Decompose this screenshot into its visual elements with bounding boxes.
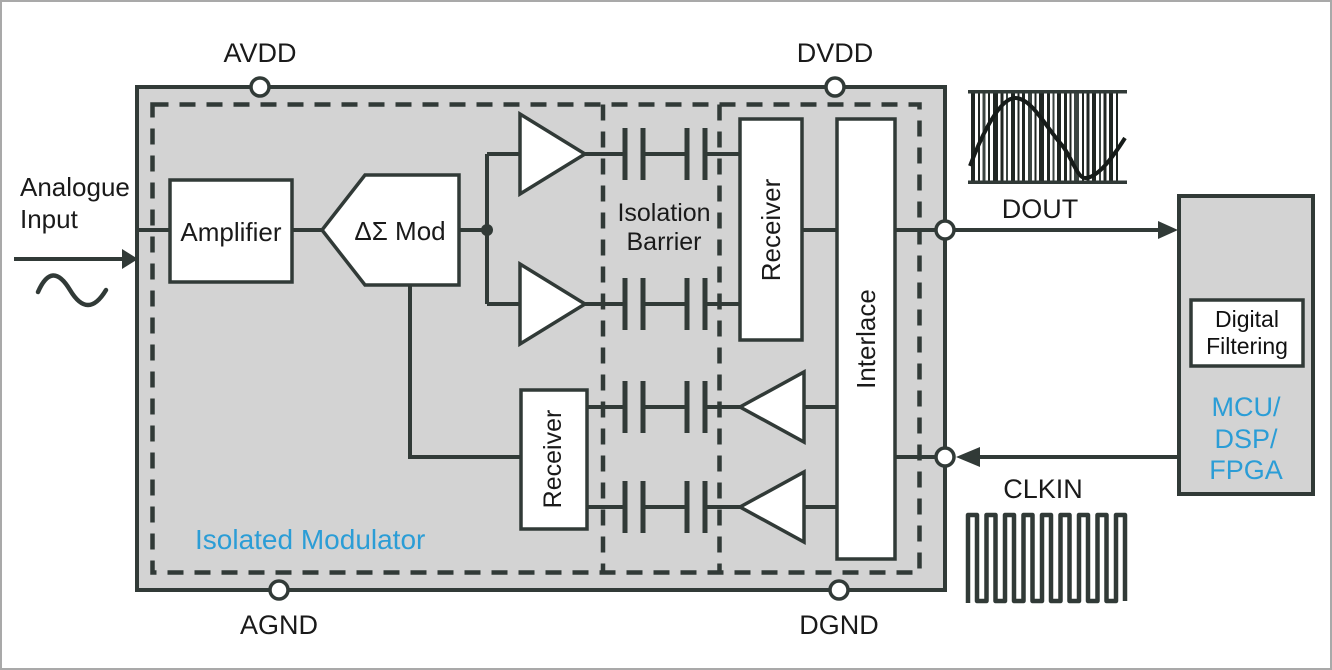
mcu-line1: MCU/ <box>1211 392 1281 422</box>
interlace-block <box>835 117 897 561</box>
digital-filtering-line1: Digital <box>1215 305 1279 332</box>
dvdd-pin-label: DVDD <box>796 38 874 68</box>
isolation-capacitors <box>622 128 708 533</box>
pdm-waveform-icon <box>968 90 1127 184</box>
analogue-input-line2: Input <box>20 203 78 234</box>
amplifier-label: Amplifier <box>180 217 282 247</box>
ds-mod-label: ΔΣ Mod <box>354 216 446 246</box>
mcu-line2: DSP/ <box>1214 423 1278 454</box>
clkin-signal-label: CLKIN <box>1003 474 1083 504</box>
agnd-terminal <box>268 579 290 601</box>
receiver-digital-label: Receiver <box>756 178 786 282</box>
dgnd-terminal <box>828 579 850 601</box>
digital-filtering-block-label: Digital Filtering <box>1191 300 1303 366</box>
clock-waveform-icon <box>965 512 1128 604</box>
driver-buffer-top-icon <box>518 110 589 198</box>
analogue-input-line1: Analogue <box>20 172 130 202</box>
interlace-label: Interlace <box>851 289 881 389</box>
mcu-dsp-fpga-label: MCU/ DSP/ FPGA <box>1182 392 1310 487</box>
avdd-pin-label: AVDD <box>223 38 297 68</box>
clkin-terminal <box>934 446 956 468</box>
dout-signal-label: DOUT <box>1001 194 1079 224</box>
mcu-line3: FPGA <box>1209 455 1283 486</box>
digital-side-wires <box>802 228 936 509</box>
dgnd-pin-label: DGND <box>799 610 879 640</box>
isolated-modulator-caption: Isolated Modulator <box>195 524 426 555</box>
ds-mod-block <box>319 173 461 287</box>
clkin-arrowhead <box>956 447 980 467</box>
avdd-terminal <box>249 76 271 98</box>
analog-input-arrowhead <box>122 249 138 269</box>
isolation-row-wires <box>585 152 740 509</box>
receiver-digital-block <box>738 117 804 342</box>
analogue-input-label: Analogue Input <box>20 172 130 235</box>
dvdd-terminal <box>824 76 846 98</box>
pdm-sine-overlay <box>968 95 1127 181</box>
isolation-barrier-line1: Isolation <box>617 199 711 227</box>
isolation-barrier-label: Isolation Barrier <box>594 199 734 257</box>
agnd-pin-label: AGND <box>239 610 318 640</box>
sine-icon <box>35 273 109 308</box>
receiver-analog-block <box>519 388 589 531</box>
dashed-inner-border <box>150 102 922 575</box>
driver-branch-wires <box>485 152 520 306</box>
dout-terminal <box>934 219 956 241</box>
digital-filtering-block <box>1189 298 1305 368</box>
receiver-analog-label: Receiver <box>539 409 567 509</box>
clock-buffer-top-icon <box>736 369 806 445</box>
mod-clock-wire <box>408 285 521 459</box>
amplifier-block <box>168 178 294 284</box>
isolation-barrier-line2: Barrier <box>626 228 702 256</box>
driver-buffer-bottom-icon <box>518 260 589 348</box>
clock-buffer-bottom-icon <box>736 469 806 545</box>
dout-arrowhead <box>1158 221 1178 239</box>
digital-filtering-line2: Filtering <box>1206 333 1288 359</box>
